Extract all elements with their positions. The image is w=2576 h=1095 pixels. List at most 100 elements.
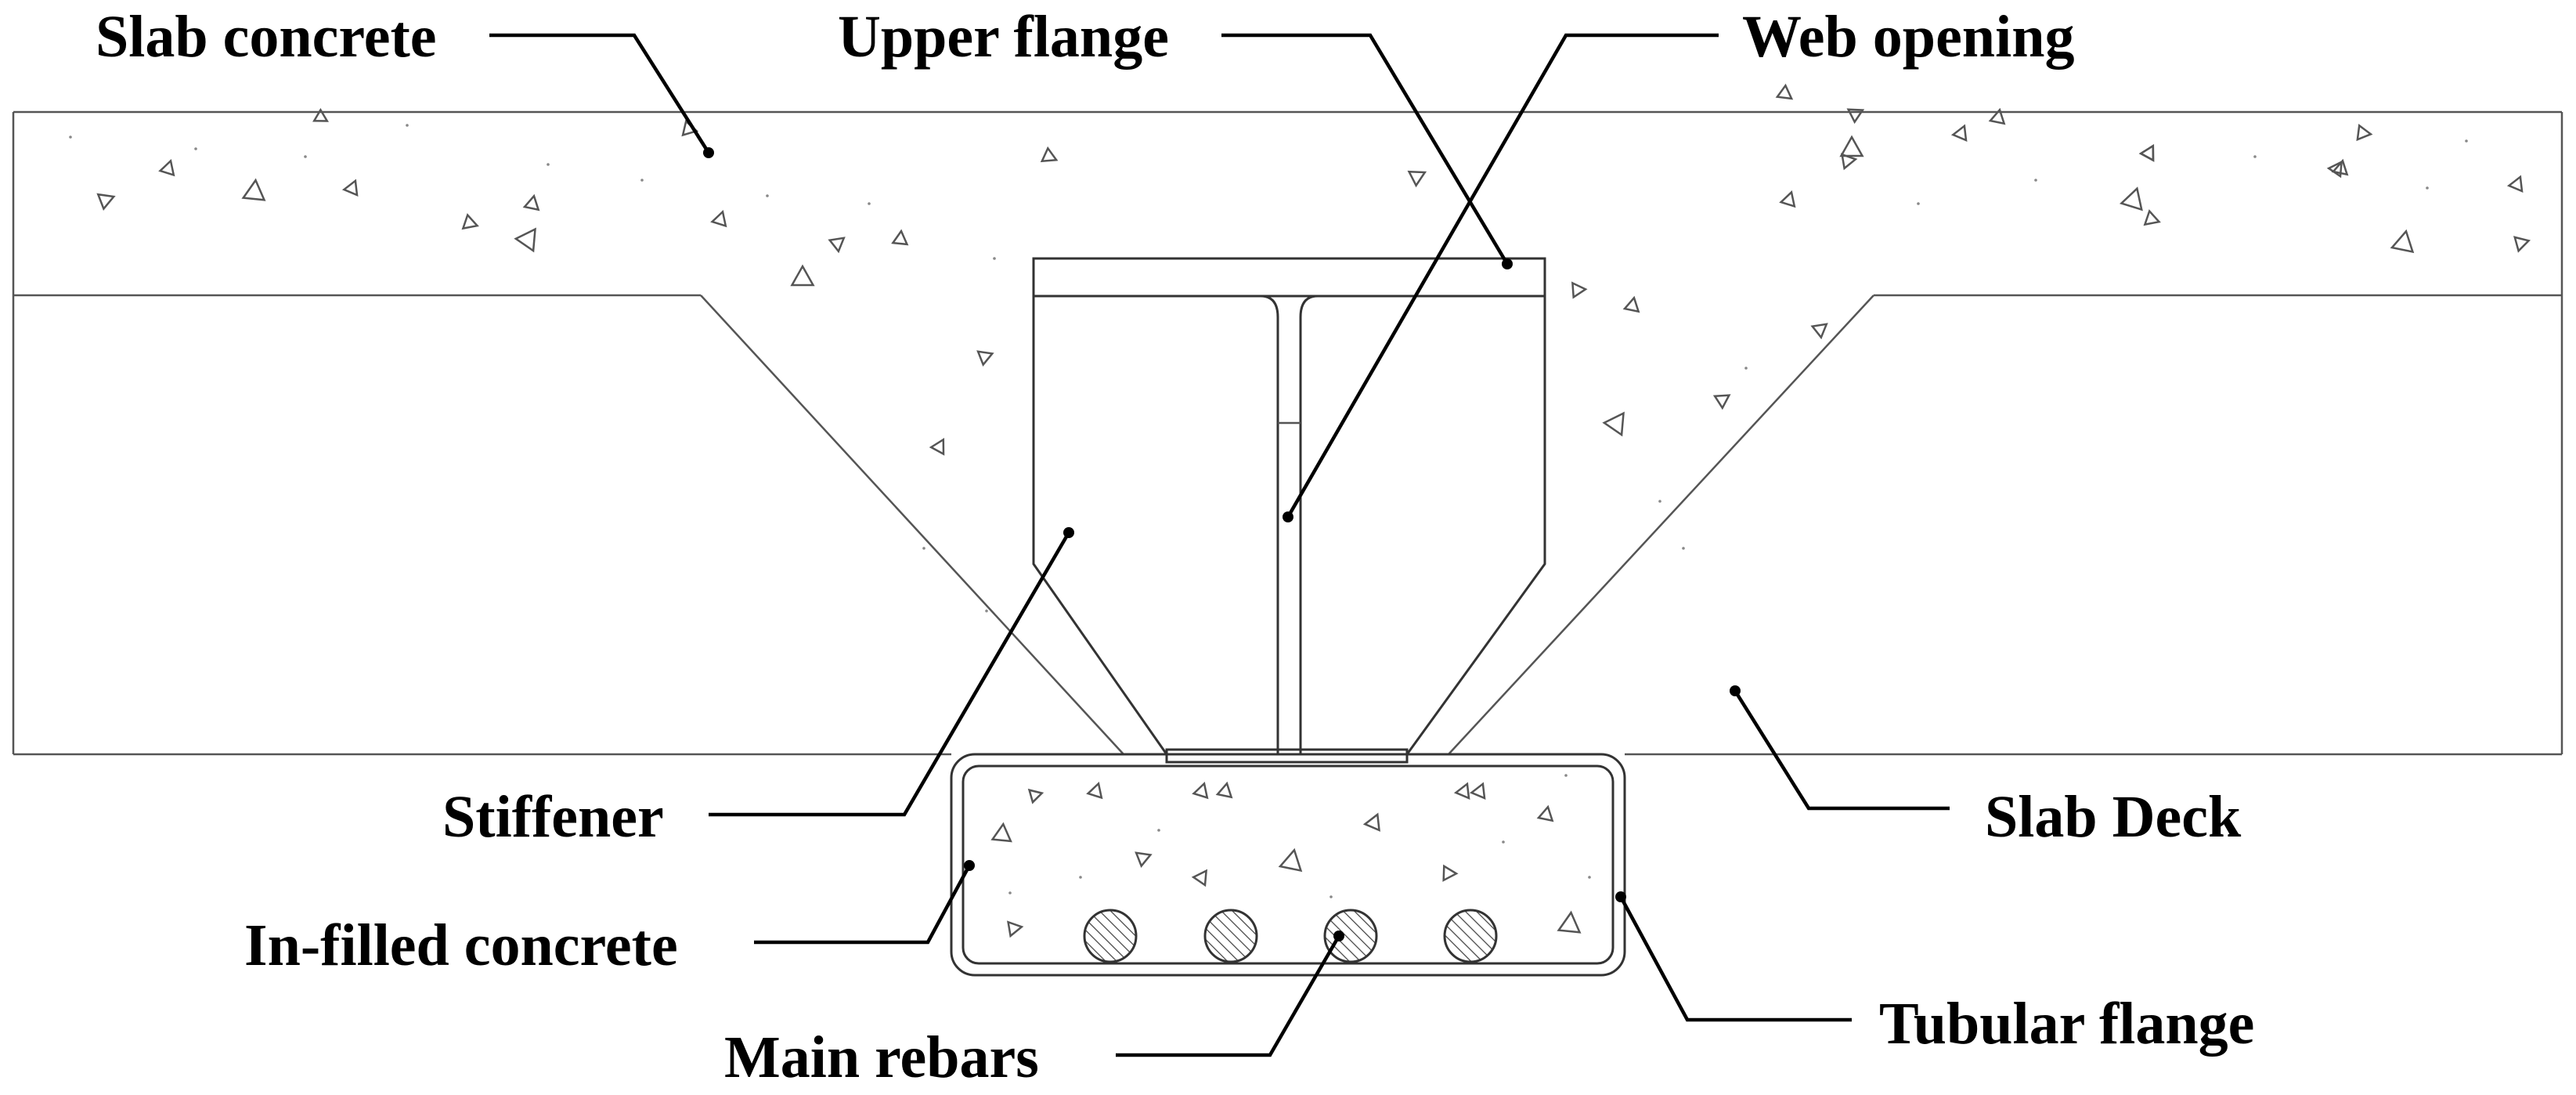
aggregate-mark	[312, 107, 330, 122]
aggregate-mark	[1469, 782, 1486, 800]
aggregate-mark	[1810, 323, 1828, 340]
label-upper-flange: Upper flange	[838, 4, 1169, 70]
aggregate-mark	[2513, 236, 2531, 253]
aggregate-speck	[1079, 876, 1082, 879]
label-slab-deck: Slab Deck	[1985, 784, 2242, 850]
aggregate-mark	[1775, 83, 1794, 100]
aggregate-mark	[96, 193, 116, 211]
leader-slab-deck	[1734, 689, 1950, 811]
web-opening	[1276, 435, 1302, 732]
leader-stiffener	[709, 531, 1070, 817]
label-infilled-concrete: In-filled concrete	[244, 912, 678, 978]
aggregate-mark	[1712, 394, 1731, 410]
aggregate-mark	[1191, 869, 1208, 887]
label-tubular-flange: Tubular flange	[1879, 991, 2254, 1057]
aggregate-speck	[868, 202, 871, 205]
aggregate-mark	[1839, 135, 1864, 157]
aggregate-speck	[1744, 367, 1748, 370]
aggregate-speck	[2465, 139, 2468, 143]
aggregate-mark	[1086, 781, 1103, 800]
aggregate-mark	[1950, 124, 1968, 142]
aggregate-mark	[1215, 781, 1233, 799]
aggregate-mark	[2143, 209, 2161, 226]
leader-infilled-concrete	[754, 864, 971, 945]
aggregate-mark	[2506, 175, 2524, 193]
aggregate-mark	[1007, 920, 1024, 938]
aggregate-speck	[985, 609, 988, 613]
aggregate-speck	[1157, 829, 1160, 832]
upper-flange	[1032, 257, 1546, 298]
tubular-flange	[950, 753, 1626, 977]
aggregate-mark	[514, 227, 536, 253]
aggregate-speck	[993, 257, 996, 260]
leader-main-rebars	[1116, 934, 1340, 1057]
labels: Slab concrete Upper flange Web opening S…	[96, 4, 2254, 1090]
aggregate-mark	[1557, 910, 1582, 934]
aggregate-mark	[2138, 143, 2155, 162]
aggregate-speck	[304, 155, 307, 158]
aggregate-speck	[1564, 774, 1568, 777]
aggregate-speck	[1682, 547, 1685, 550]
aggregate-mark	[1536, 804, 1554, 822]
aggregate-mark	[929, 437, 945, 456]
aggregate-mark	[828, 237, 846, 254]
label-main-rebars: Main rebars	[724, 1025, 1039, 1090]
slab-deck	[13, 295, 2562, 756]
aggregate-speck	[2253, 155, 2257, 158]
aggregate-mark	[522, 193, 540, 211]
label-slab-concrete: Slab concrete	[96, 4, 437, 70]
aggregate-speck	[2034, 179, 2037, 182]
aggregate-mark	[1846, 108, 1865, 125]
aggregate-mark	[1192, 781, 1209, 800]
aggregate-mark	[1407, 170, 1427, 188]
aggregate-mark	[1622, 295, 1640, 313]
aggregate-mark	[461, 213, 479, 230]
aggregate-mark	[1040, 146, 1059, 163]
aggregate-speck	[406, 124, 409, 127]
aggregate-mark	[1442, 864, 1459, 882]
slab-concrete-region	[12, 110, 2563, 754]
aggregate-mark	[891, 229, 909, 246]
aggregate-speck	[547, 163, 550, 166]
aggregate-mark	[1362, 812, 1380, 832]
aggregate-mark	[790, 264, 815, 287]
label-web-opening: Web opening	[1742, 4, 2074, 70]
rebar-1	[1083, 909, 1138, 963]
aggregate-speck	[922, 547, 925, 550]
aggregate-mark	[2119, 186, 2143, 211]
main-rebars	[1083, 909, 1498, 963]
aggregate-mark	[2356, 124, 2373, 142]
aggregate-mark	[2331, 158, 2349, 176]
stiffener-left	[1032, 296, 1168, 755]
aggregate-mark	[710, 209, 727, 228]
leader-tubular-flange	[1619, 895, 1852, 1022]
aggregate-speck	[1502, 840, 1505, 844]
aggregate-mark	[1278, 847, 1303, 873]
stiffener-right	[1405, 296, 1546, 755]
aggregate-mark	[1988, 107, 2006, 125]
aggregate-mark	[158, 158, 175, 177]
aggregate-speck	[1658, 500, 1661, 503]
aggregate-speck	[1008, 891, 1012, 894]
aggregate-speck	[2426, 186, 2429, 190]
web	[1260, 295, 1319, 754]
aggregate-speck	[1329, 895, 1333, 898]
aggregate-speck	[194, 147, 197, 150]
aggregate-mark	[1135, 851, 1153, 869]
rebar-3	[1323, 909, 1378, 963]
aggregate-mark	[990, 822, 1012, 843]
aggregate-mark	[1779, 190, 1796, 208]
leader-lines	[489, 33, 1950, 1057]
rebar-4	[1443, 909, 1498, 963]
aggregate-mark	[341, 179, 359, 197]
aggregate-mark	[2390, 229, 2415, 254]
concrete-aggregate-texture	[69, 83, 2531, 938]
aggregate-mark	[1571, 281, 1588, 299]
leader-slab-concrete	[489, 33, 710, 154]
aggregate-mark	[1453, 782, 1470, 800]
aggregate-mark	[1602, 411, 1625, 437]
aggregate-speck	[69, 136, 72, 139]
aggregate-mark	[976, 350, 994, 367]
rebar-2	[1203, 909, 1258, 963]
